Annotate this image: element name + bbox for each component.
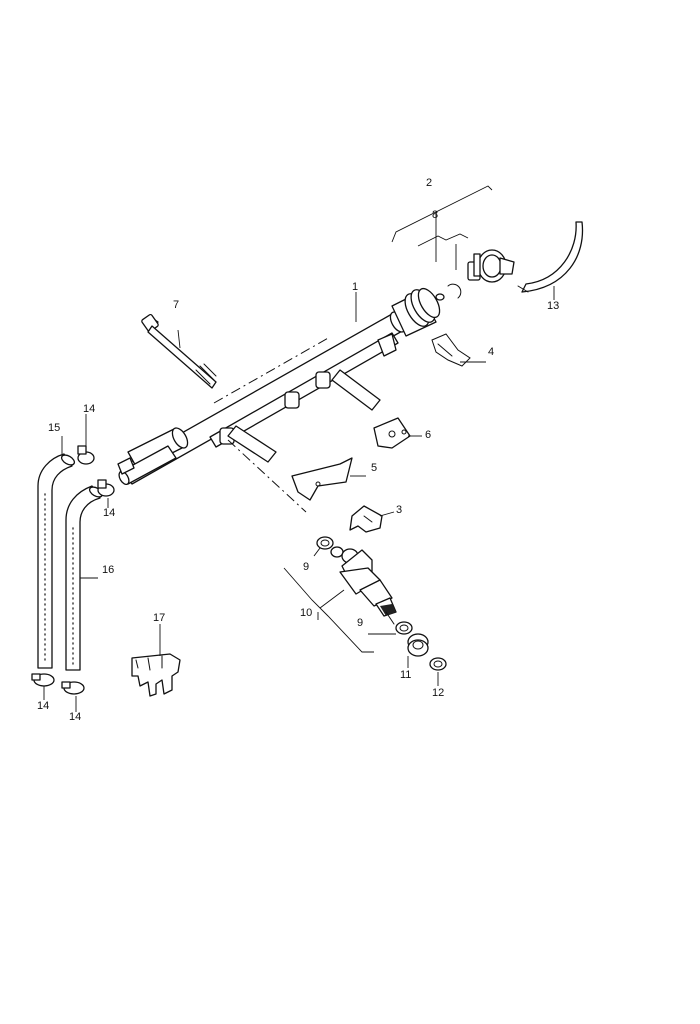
callout-14-middle: 14 <box>103 507 115 519</box>
hose-clamp-part-14-a <box>77 445 95 465</box>
callout-14-bottom-right: 14 <box>69 711 81 723</box>
clip-part-4 <box>431 333 471 367</box>
callout-12: 12 <box>432 687 444 699</box>
callout-9-upper: 9 <box>303 561 309 573</box>
injector-centerline <box>227 439 307 513</box>
callout-6: 6 <box>425 429 431 441</box>
hose-clamp-part-14-c <box>31 673 55 687</box>
injector-part-10 <box>330 546 397 625</box>
fuel-rail-part-1 <box>117 287 441 486</box>
hose-holder-part-17 <box>131 653 181 697</box>
seal-part-11 <box>407 633 429 657</box>
bracket-part-5 <box>227 425 353 501</box>
callout-13: 13 <box>547 300 559 312</box>
rail-centerline <box>213 336 331 404</box>
hose-clamp-part-14-b <box>97 479 115 497</box>
vacuum-hose-part-13 <box>517 221 584 293</box>
callout-17: 17 <box>153 612 165 624</box>
callout-9-lower: 9 <box>357 617 363 629</box>
hose-part-16 <box>65 485 104 671</box>
callout-11: 11 <box>400 669 411 681</box>
callout-8: 8 <box>432 209 438 221</box>
callout-10: 10 <box>300 607 312 619</box>
bolt-part-7 <box>141 313 217 389</box>
pressure-regulator-part-2 <box>435 249 515 301</box>
callout-2: 2 <box>426 177 432 189</box>
bracket-part-6 <box>331 369 411 449</box>
o-ring-part-9-upper <box>316 536 334 550</box>
callout-1: 1 <box>352 281 358 293</box>
callout-5: 5 <box>371 462 377 474</box>
washer-part-12 <box>429 657 447 671</box>
o-ring-part-9-lower <box>395 621 413 635</box>
callout-14-top: 14 <box>83 403 95 415</box>
callout-14-bottom-left: 14 <box>37 700 49 712</box>
callout-3: 3 <box>396 504 402 516</box>
callout-15: 15 <box>48 422 60 434</box>
callout-4: 4 <box>488 346 494 358</box>
clip-part-3 <box>349 505 383 533</box>
hose-part-15 <box>37 453 76 669</box>
leader-lines <box>43 185 555 712</box>
callout-16: 16 <box>102 564 114 576</box>
callout-7: 7 <box>173 299 179 311</box>
hose-clamp-part-14-d <box>61 681 85 695</box>
